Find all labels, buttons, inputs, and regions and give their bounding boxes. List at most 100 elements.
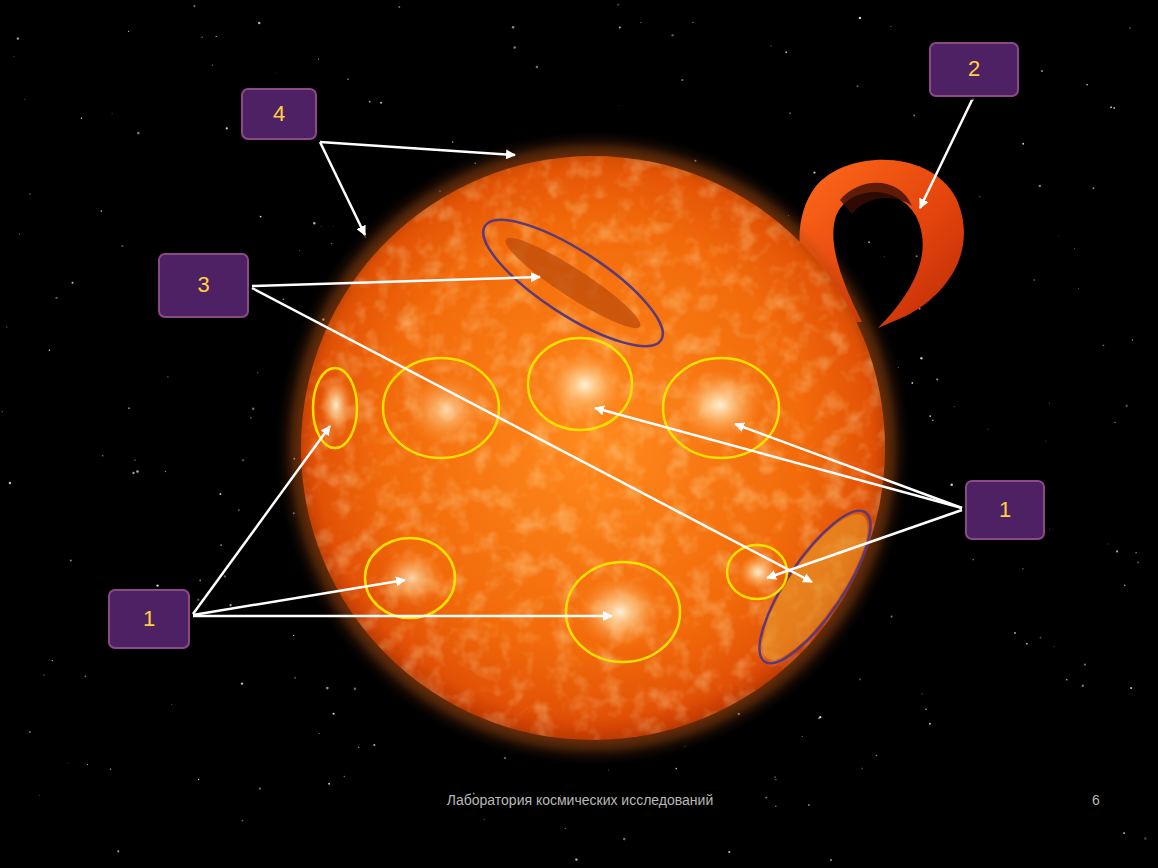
star — [241, 820, 243, 822]
star — [24, 99, 25, 100]
star — [932, 420, 934, 422]
star — [504, 757, 506, 759]
star — [890, 26, 891, 27]
star — [134, 459, 136, 461]
star — [774, 776, 775, 777]
star — [618, 105, 620, 107]
star — [276, 72, 278, 74]
star — [452, 141, 454, 143]
star — [241, 682, 243, 684]
star — [770, 46, 771, 47]
star — [137, 132, 140, 135]
star — [950, 483, 952, 485]
star — [1078, 287, 1080, 289]
star — [789, 112, 791, 114]
star — [293, 635, 294, 636]
star — [6, 326, 8, 328]
star — [617, 4, 619, 6]
callout-box: 3 — [158, 253, 249, 318]
star — [1103, 344, 1105, 346]
star — [931, 163, 933, 165]
star — [39, 794, 41, 796]
callout-box: 1 — [965, 480, 1045, 540]
star — [242, 459, 244, 461]
star — [320, 226, 322, 228]
star — [925, 708, 927, 710]
star — [1137, 562, 1139, 564]
star — [257, 372, 258, 373]
star — [117, 850, 119, 852]
star — [283, 298, 285, 300]
star — [1049, 528, 1051, 530]
star — [536, 66, 538, 68]
star — [13, 56, 15, 58]
star — [808, 804, 810, 806]
star — [1040, 637, 1042, 639]
star — [373, 744, 375, 746]
star — [333, 713, 335, 715]
star — [1130, 687, 1132, 689]
star — [319, 733, 320, 734]
star — [1124, 584, 1126, 586]
star — [29, 193, 31, 195]
star — [929, 723, 931, 725]
star — [671, 34, 674, 37]
star — [171, 704, 173, 706]
star — [9, 482, 11, 484]
star — [358, 747, 359, 748]
star — [219, 493, 221, 495]
star — [1039, 185, 1042, 188]
star — [728, 851, 730, 853]
star — [765, 797, 767, 799]
star — [921, 693, 922, 694]
star — [1135, 552, 1137, 554]
star — [110, 768, 111, 769]
callout-number: 3 — [197, 273, 209, 297]
star — [100, 210, 102, 212]
star — [861, 768, 863, 770]
star — [212, 64, 213, 65]
star — [884, 256, 885, 257]
star — [294, 677, 296, 679]
star — [876, 755, 877, 756]
star — [347, 79, 348, 80]
star — [52, 660, 53, 661]
star — [165, 471, 166, 472]
star — [198, 779, 199, 780]
star — [954, 406, 956, 408]
star — [484, 819, 486, 821]
star — [936, 379, 938, 381]
star — [857, 85, 859, 87]
star — [1107, 543, 1109, 545]
star — [201, 36, 203, 38]
star — [830, 859, 832, 861]
star — [1132, 339, 1133, 340]
star — [70, 560, 72, 562]
star — [1, 411, 3, 413]
star — [332, 226, 334, 228]
star — [258, 22, 261, 25]
star — [259, 788, 261, 790]
star — [929, 415, 931, 417]
callout-box: 1 — [108, 589, 190, 649]
star — [197, 599, 199, 601]
star — [988, 429, 989, 430]
star — [380, 102, 382, 104]
star — [575, 858, 577, 860]
star — [891, 616, 893, 618]
page-number: 6 — [1092, 792, 1100, 808]
star — [623, 838, 625, 840]
star — [868, 241, 870, 243]
star — [121, 245, 123, 247]
star — [193, 5, 195, 7]
star — [102, 455, 104, 457]
callout-number: 1 — [143, 607, 155, 631]
star — [318, 59, 319, 60]
star — [398, 6, 400, 8]
star — [1074, 248, 1075, 249]
star — [199, 580, 201, 582]
star — [1066, 679, 1067, 680]
star — [859, 17, 861, 19]
star — [72, 282, 74, 284]
